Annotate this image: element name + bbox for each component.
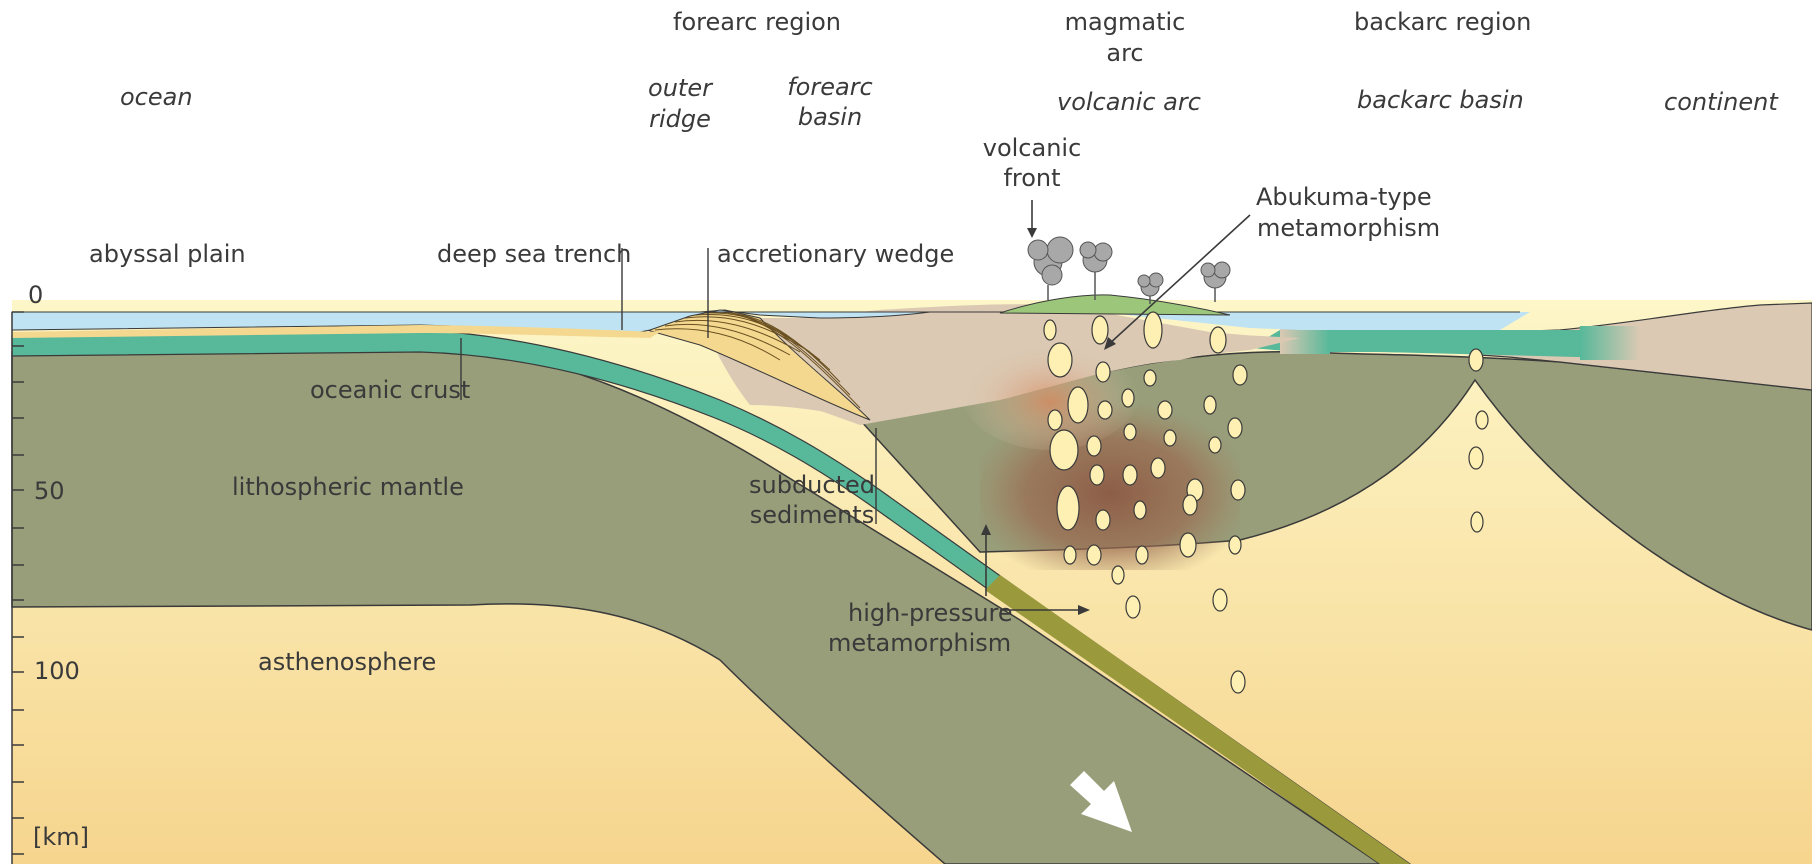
magmatic-arc-label-line2: arc	[1060, 38, 1190, 69]
forearc-region-label: forearc region	[673, 7, 841, 38]
subducted-sediments-label-line1: subducted	[742, 470, 882, 501]
ocean-label: ocean	[120, 82, 193, 113]
volcanic-front-label-line2: front	[972, 163, 1092, 194]
volcanic-arc-label: volcanic arc	[1057, 87, 1201, 118]
asthenosphere-label: asthenosphere	[258, 647, 436, 678]
depth-tick-0: 0	[28, 280, 43, 311]
outer-ridge-label-line1: outer	[630, 73, 730, 104]
depth-tick-100: 100	[34, 656, 80, 687]
depth-unit-label: [km]	[33, 822, 89, 853]
outer-ridge-label-line2: ridge	[630, 104, 730, 135]
backarc-region-label: backarc region	[1354, 7, 1531, 38]
continent-label: continent	[1664, 87, 1778, 118]
deep-sea-trench-label: deep sea trench	[437, 239, 631, 270]
abukuma-label-line2: metamorphism	[1257, 213, 1440, 244]
abukuma-label-line1: Abukuma-type	[1256, 182, 1432, 213]
depth-tick-50: 50	[34, 476, 65, 507]
lithospheric-mantle-label: lithospheric mantle	[232, 472, 464, 503]
forearc-basin-label-line2: basin	[775, 102, 885, 133]
backarc-basin-label: backarc basin	[1357, 85, 1524, 116]
subducted-sediments-label-line2: sediments	[742, 500, 882, 531]
volcanic-front-label-line1: volcanic	[972, 133, 1092, 164]
volcano-plumes	[1028, 237, 1230, 296]
high-pressure-label-line1: high-pressure	[848, 598, 1013, 629]
abyssal-plain-label: abyssal plain	[89, 239, 246, 270]
magmatic-arc-label-line1: magmatic	[1060, 7, 1190, 38]
forearc-basin-label-line1: forearc	[775, 72, 885, 103]
accretionary-wedge-label: accretionary wedge	[717, 239, 954, 270]
high-pressure-label-line2: metamorphism	[828, 628, 1011, 659]
oceanic-crust-label: oceanic crust	[310, 375, 470, 406]
